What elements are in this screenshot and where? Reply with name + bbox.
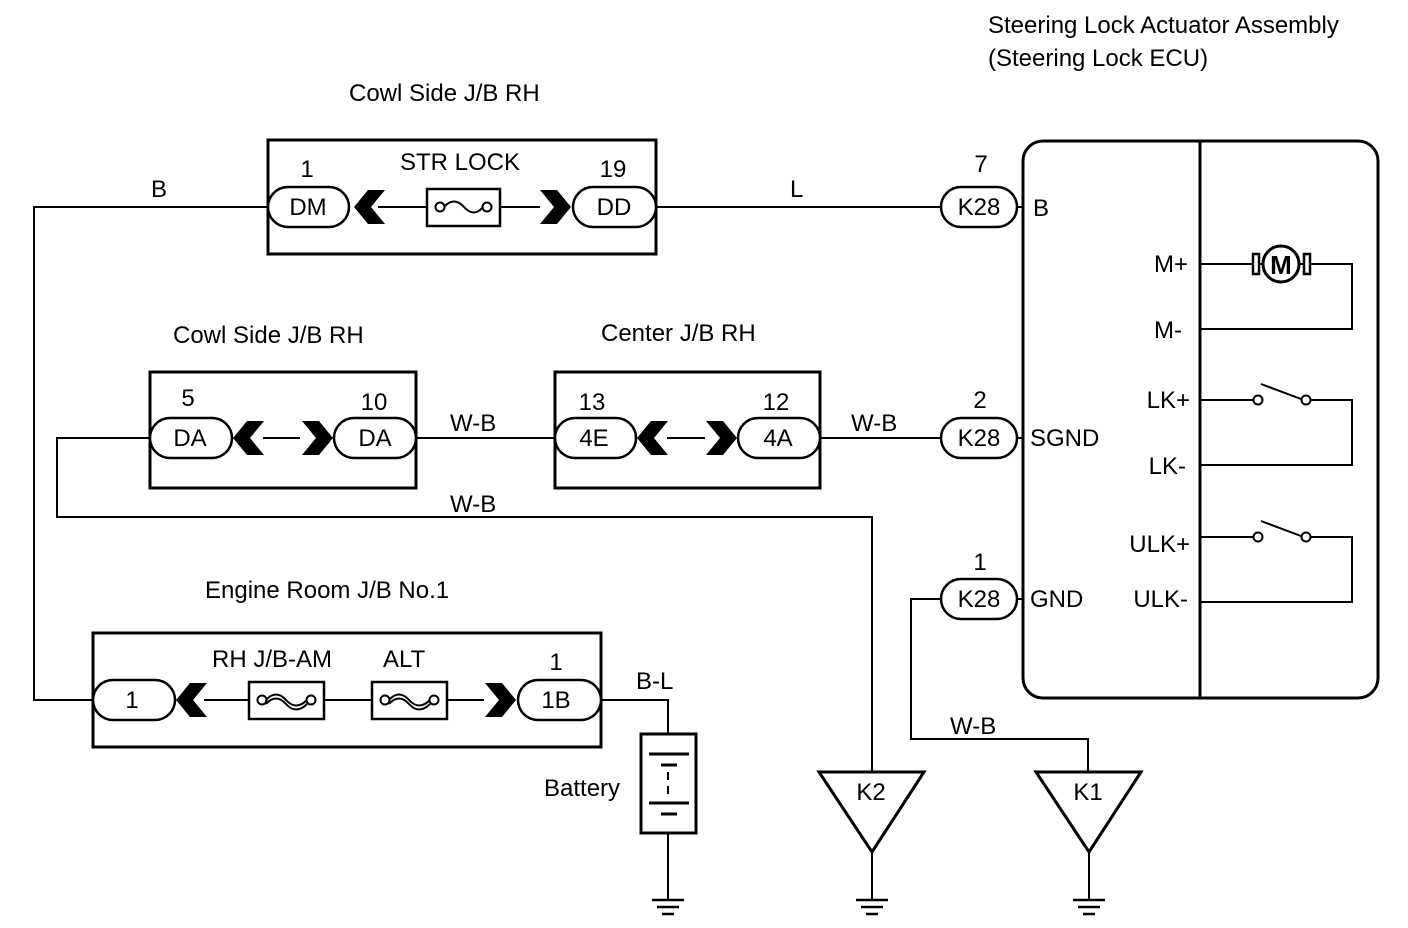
chevron-right-icon [706,421,737,455]
ecu-terminal-m-plus: M+ [1154,251,1188,278]
conn-1b-pin: 1 [549,649,562,676]
fuse-alt-icon [370,680,449,721]
ecu-title-line1: Steering Lock Actuator Assembly [988,12,1339,39]
conn-engine-1 [91,678,177,722]
conn-4e [553,416,638,460]
ground-point-k1 [1033,770,1144,916]
chevron-right-icon [302,421,333,455]
conn-k28-gnd-label: K28 [958,586,1001,613]
ecu-terminal-m-minus: M- [1154,317,1182,344]
conn-4a-label: 4A [763,425,792,452]
conn-dm-label: DM [289,194,326,221]
chevron-left-icon [176,683,207,717]
wire-label-bl: B-L [636,668,673,695]
ecu-terminal-gnd: GND [1030,586,1083,613]
conn-dm [266,185,351,229]
jb-center-box [553,370,822,490]
lk-switch-icon [1260,383,1302,400]
chevron-right-icon [485,683,516,717]
jb-cowl-mid-box [148,370,418,490]
conn-da-left-label: DA [173,425,206,452]
fuse-str-lock-label: STR LOCK [400,149,520,176]
jb-engine-box [91,631,603,749]
conn-k28-sgnd-label: K28 [958,425,1001,452]
conn-dm-pin: 1 [300,156,313,183]
jb-center-title: Center J/B RH [601,320,756,347]
jb-engine-title: Engine Room J/B No.1 [205,577,449,604]
wire-label-wb-k1: W-B [950,713,996,740]
wire-bl [601,699,669,734]
jb-cowl-top-title: Cowl Side J/B RH [349,80,540,107]
chevron-left-icon [637,421,668,455]
jb-cowl-top-box [266,138,658,256]
fuse-str-lock-icon [425,187,502,228]
ecu-terminal-sgnd: SGND [1030,425,1099,452]
conn-k28-b-label: K28 [958,194,1001,221]
conn-da-right [332,416,418,460]
chevron-left-icon [233,421,264,455]
ecu-terminal-lk-minus: LK- [1149,453,1186,480]
conn-k28-sgnd-pin: 2 [973,387,986,414]
conn-k28-gnd [939,577,1019,621]
conn-dd [571,185,658,229]
ground-point-k2 [816,770,927,916]
fuse-rh-jb-am-label: RH J/B-AM [212,646,332,673]
conn-4a [736,416,822,460]
ecu-terminal-ulk-minus: ULK- [1133,586,1188,613]
ground-k2-label: K2 [856,779,885,806]
conn-1b-label: 1B [541,687,570,714]
wire-label-wb-mid: W-B [450,410,496,437]
wire-wb-k2 [56,437,873,772]
conn-4e-label: 4E [579,425,608,452]
jb-cowl-mid-title: Cowl Side J/B RH [173,322,364,349]
conn-da-left [148,416,234,460]
conn-k28-b [939,185,1019,229]
conn-k28-gnd-pin: 1 [973,549,986,576]
ecu-terminal-ulk-plus: ULK+ [1129,531,1190,558]
battery-icon [639,732,698,835]
conn-da-left-pin: 5 [181,385,194,412]
ecu-terminal-b: B [1033,195,1049,222]
conn-4e-pin: 13 [579,389,606,416]
lk-switch-circuit [1200,383,1353,466]
wire-label-wb-lower: W-B [450,491,496,518]
conn-dd-label: DD [597,194,632,221]
conn-engine-1-label: 1 [125,687,138,714]
conn-k28-sgnd [939,416,1019,460]
fuse-alt-label: ALT [383,646,426,673]
ecu-terminal-lk-plus: LK+ [1147,387,1190,414]
conn-dd-pin: 19 [600,156,627,183]
motor-icon [1261,244,1301,284]
ulk-switch-circuit [1200,520,1353,603]
wire-label-wb-right: W-B [851,410,897,437]
ground-icon [652,898,684,916]
chevron-right-icon [540,190,571,224]
conn-da-right-pin: 10 [361,389,388,416]
ulk-switch-icon [1260,520,1302,537]
ecu-title-line2: (Steering Lock ECU) [988,45,1208,72]
motor-circuit: M [1200,244,1353,330]
wire-label-b: B [151,176,167,203]
conn-1b [516,678,603,722]
conn-k28-b-pin: 7 [974,151,987,178]
wire-b [33,206,268,701]
fuse-rh-jb-am-icon [247,680,326,721]
battery-label: Battery [544,775,620,802]
conn-4a-pin: 12 [763,389,790,416]
chevron-left-icon [354,190,385,224]
wire-wb-k1 [910,598,1089,772]
ground-k1-label: K1 [1073,779,1102,806]
wire-label-l: L [790,176,803,203]
motor-symbol: M [1270,250,1292,280]
conn-da-right-label: DA [358,425,391,452]
